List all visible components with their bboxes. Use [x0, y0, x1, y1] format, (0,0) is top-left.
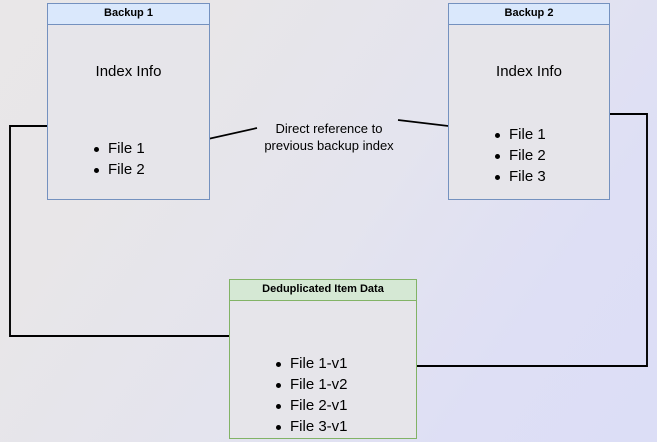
- backup-1-box[interactable]: Backup 1 Index Info File 1 File 2: [47, 3, 210, 200]
- deduplicated-item-data-title: Deduplicated Item Data: [230, 280, 416, 301]
- backup-1-title: Backup 1: [48, 4, 209, 25]
- backup-2-box[interactable]: Backup 2 Index Info File 1 File 2 File 3: [448, 3, 610, 200]
- list-item: File 1-v1: [274, 353, 348, 374]
- list-item: File 1: [493, 124, 546, 145]
- list-item: File 2-v1: [274, 395, 348, 416]
- backup-1-index-label: Index Info: [95, 63, 162, 80]
- list-item: File 2: [92, 159, 145, 180]
- caption-line-2: previous backup index: [264, 138, 394, 153]
- backup-1-file-list: File 1 File 2: [92, 138, 145, 180]
- list-item: File 3: [493, 166, 546, 187]
- backup-2-title: Backup 2: [449, 4, 609, 25]
- backup-2-index-label: Index Info: [496, 63, 562, 80]
- list-item: File 3-v1: [274, 416, 348, 437]
- backup-2-file-list: File 1 File 2 File 3: [493, 124, 546, 187]
- caption-line-1: Direct reference to: [275, 121, 383, 136]
- connector-backup2-to-dedup: [373, 113, 648, 370]
- list-item: File 2: [493, 145, 546, 166]
- list-item: File 1-v2: [274, 374, 348, 395]
- deduplicated-file-list: File 1-v1 File 1-v2 File 2-v1 File 3-v1: [274, 353, 348, 437]
- connector-caption: Direct reference to previous backup inde…: [243, 120, 415, 154]
- deduplicated-item-data-box[interactable]: Deduplicated Item Data File 1-v1 File 1-…: [229, 279, 417, 439]
- list-item: File 1: [92, 138, 145, 159]
